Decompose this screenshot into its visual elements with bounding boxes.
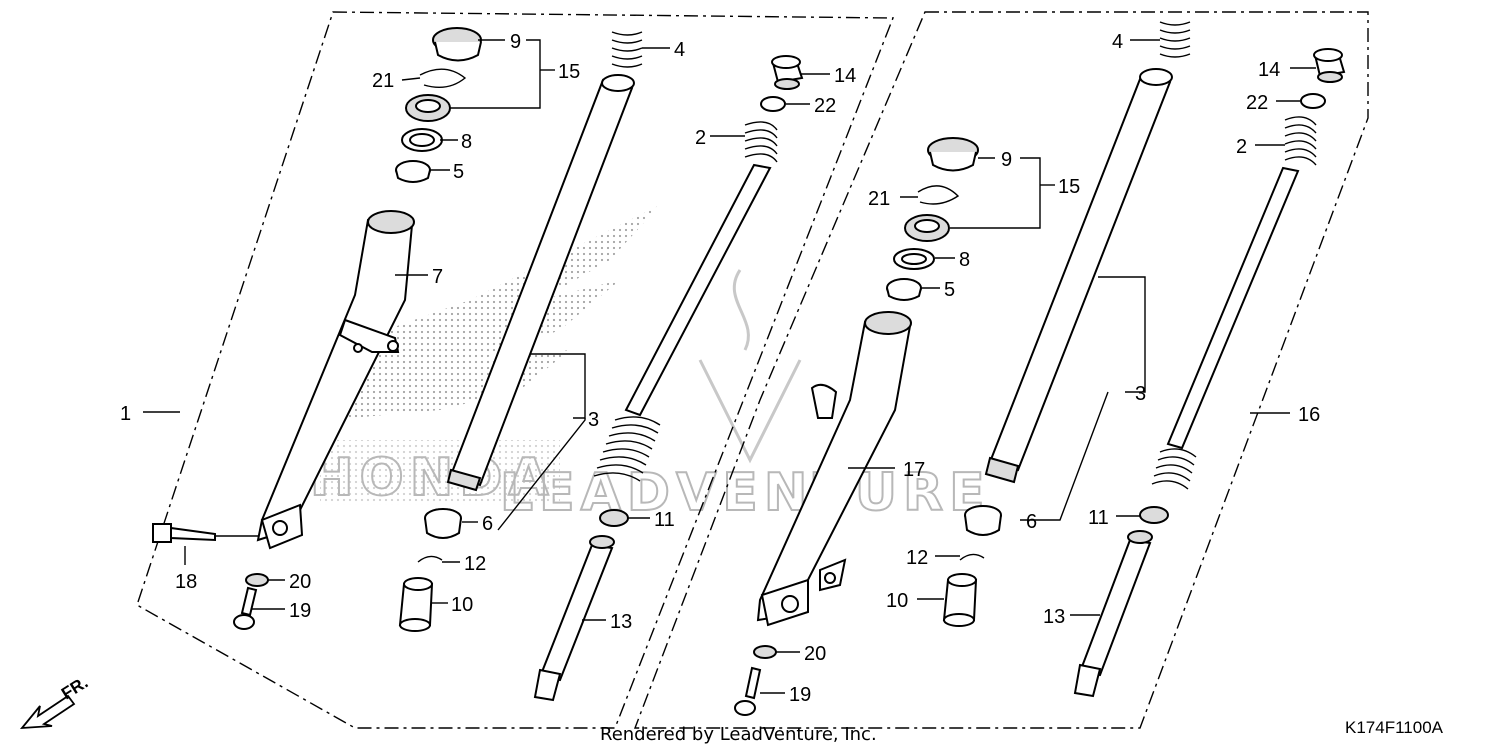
- callout-1: 1: [120, 403, 131, 425]
- fork-spring-left: [593, 121, 778, 482]
- leadventure-logo-watermark: [698, 269, 802, 464]
- honda-wing-watermark: [320, 205, 660, 505]
- sealing-washer-right: [753, 645, 777, 659]
- callout-4: 4: [674, 39, 685, 61]
- honda-watermark-text: HONDA: [310, 448, 555, 508]
- callout-5-right: 5: [944, 279, 955, 301]
- damper-rod-left: [533, 535, 615, 702]
- right-fork-boundary: [633, 11, 1369, 729]
- piston-ring-left: [599, 509, 629, 527]
- callout-6-right: 6: [1026, 511, 1037, 533]
- callout-20-right: 20: [804, 643, 826, 665]
- piston-ring-right: [1139, 506, 1169, 524]
- rendered-by-credit: Rendered by LeadVenture, Inc.: [600, 724, 877, 745]
- callout-21-right: 21: [868, 188, 890, 210]
- fork-cap-bolt-left: [771, 55, 804, 90]
- diagram-code: K174F1100A: [1345, 718, 1444, 737]
- axle-pinch-bolt-left: [152, 523, 258, 543]
- leader-lines: [143, 39, 1316, 694]
- socket-bolt-left: [233, 586, 258, 630]
- callout-3: 3: [588, 409, 599, 431]
- oil-lock-piece-right: [964, 505, 1002, 536]
- callout-16: 16: [1298, 404, 1320, 426]
- callout-2-right: 2: [1236, 136, 1247, 158]
- stopper-ring-right: [917, 185, 960, 205]
- callout-5: 5: [453, 161, 464, 183]
- callout-14-right: 14: [1258, 59, 1280, 81]
- leadventure-watermark-text: LEADVENTURE: [500, 463, 991, 523]
- dust-seal-left: [432, 27, 482, 62]
- fork-pipe-left: [446, 74, 635, 492]
- o-ring-left: [760, 96, 786, 112]
- left-fork-boundary: [136, 11, 895, 729]
- callout-21: 21: [372, 70, 394, 92]
- callout-22: 22: [814, 95, 836, 117]
- fork-slider-left: [256, 210, 415, 550]
- callout-9-right: 9: [1001, 149, 1012, 171]
- spring-top-left: [610, 30, 643, 70]
- callout-8-right: 8: [959, 249, 970, 271]
- guide-bushing-left: [395, 160, 431, 183]
- oil-seal-left: [405, 94, 451, 122]
- fork-spring-right: [1151, 116, 1317, 490]
- callout-19: 19: [289, 600, 311, 622]
- sealing-washer-left: [245, 573, 269, 587]
- callout-3-right: 3: [1135, 383, 1146, 405]
- fork-pipe-right: [984, 68, 1173, 484]
- socket-bolt-right: [734, 666, 762, 716]
- callout-11-right: 11: [1088, 507, 1109, 529]
- callout-13: 13: [610, 611, 632, 633]
- front-direction-arrow: FR.: [19, 673, 91, 730]
- callout-8: 8: [461, 131, 472, 153]
- backup-ring-right: [893, 248, 935, 270]
- callout-7: 7: [432, 266, 443, 288]
- callout-10-right: 10: [886, 590, 908, 612]
- callout-6: 6: [482, 513, 493, 535]
- callout-22-right: 22: [1246, 92, 1268, 114]
- spring-top-right: [1159, 21, 1191, 58]
- callout-labels: 9 15 21 8 5 7 1 4 2 14 22 3 6 11 12 10 1…: [120, 31, 1320, 706]
- oil-lock-piece-left: [424, 508, 462, 539]
- callout-15: 15: [558, 61, 580, 83]
- callout-19-right: 19: [789, 684, 811, 706]
- o-ring-right: [1300, 93, 1326, 109]
- callout-15-right: 15: [1058, 176, 1080, 198]
- callout-2: 2: [695, 127, 706, 149]
- circlip-right: [959, 553, 985, 561]
- callout-11: 11: [654, 509, 675, 531]
- callout-9: 9: [510, 31, 521, 53]
- guide-bushing-right: [886, 278, 922, 301]
- callout-17: 17: [903, 459, 925, 481]
- callout-14: 14: [834, 65, 856, 87]
- stopper-ring-left: [419, 68, 467, 88]
- callout-18: 18: [175, 571, 197, 593]
- callout-20: 20: [289, 571, 311, 593]
- backup-ring-left: [401, 128, 443, 152]
- collar-right: [942, 573, 978, 627]
- damper-rod-right: [1073, 530, 1153, 698]
- callout-12-right: 12: [906, 547, 928, 569]
- dust-seal-right: [927, 137, 979, 172]
- collar-left: [398, 577, 434, 632]
- oil-seal-right: [904, 214, 950, 242]
- circlip-left: [417, 555, 443, 563]
- fork-slider-right: [756, 311, 912, 627]
- fork-cap-bolt-right: [1313, 48, 1346, 83]
- callout-12: 12: [464, 553, 486, 575]
- callout-10: 10: [451, 594, 473, 616]
- callout-4-right: 4: [1112, 31, 1123, 53]
- callout-13-right: 13: [1043, 606, 1065, 628]
